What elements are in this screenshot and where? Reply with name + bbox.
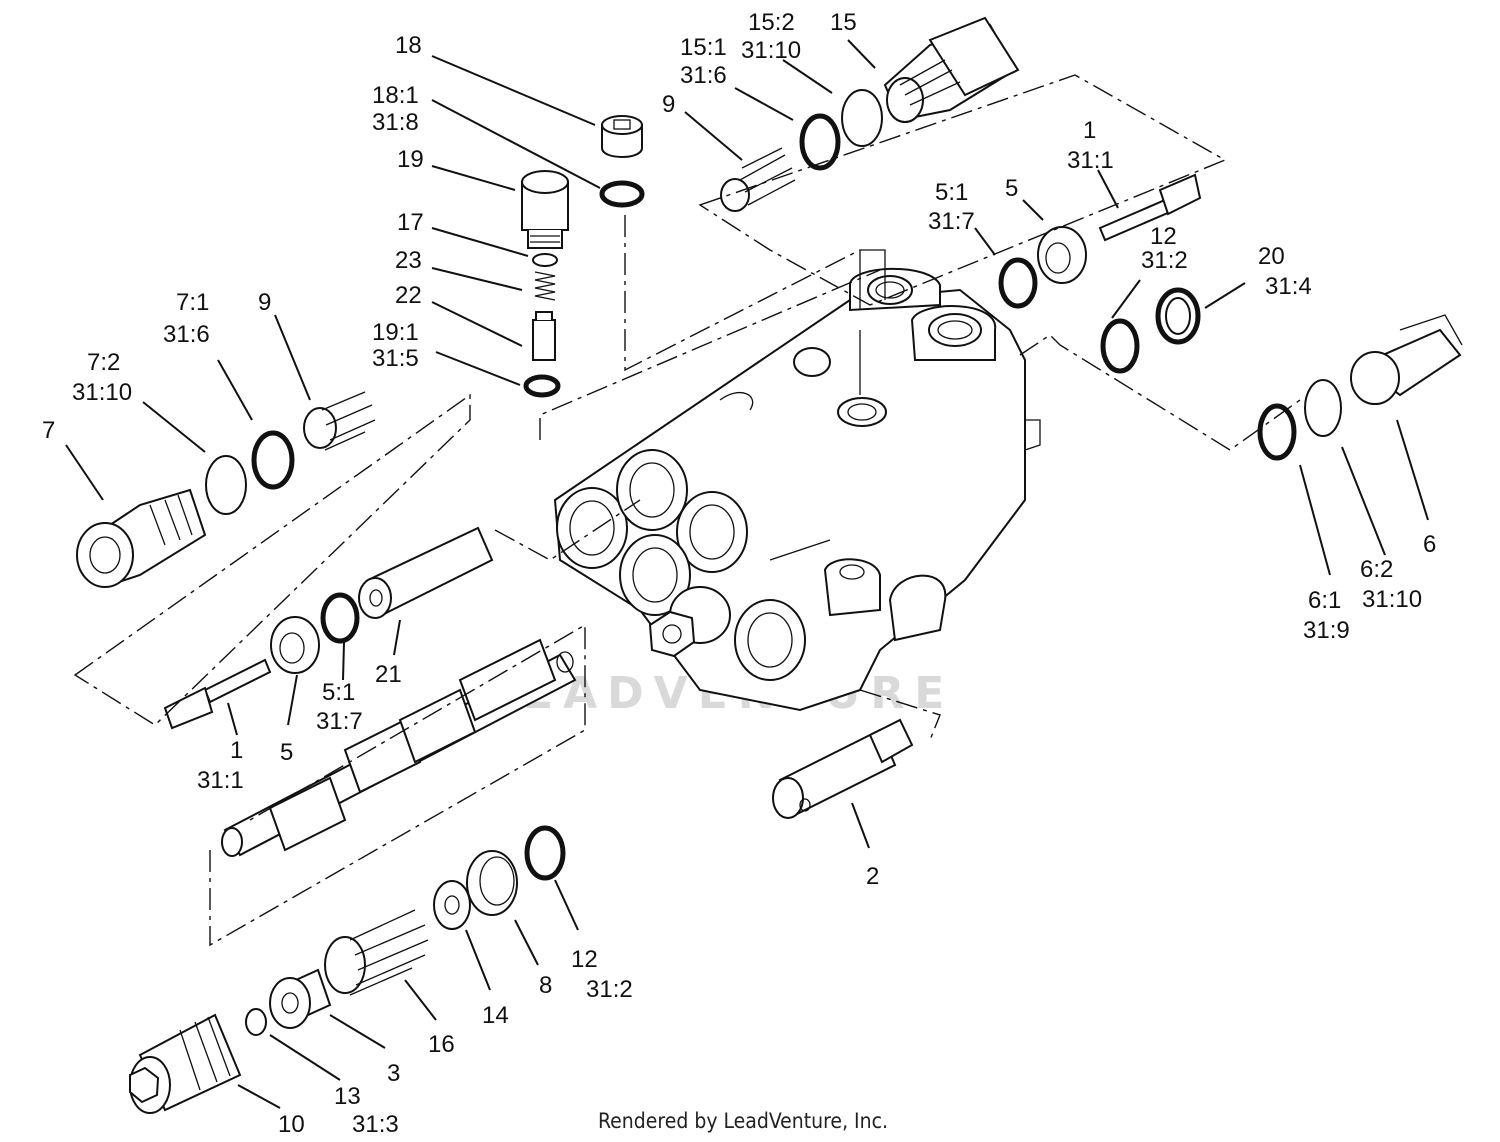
callout-5-1-top: 5:1 [935, 179, 968, 206]
centerlines [73, 74, 1301, 947]
callout-20: 20 [1258, 243, 1285, 270]
part-7-1-o-ring [251, 430, 295, 490]
callout-6: 6 [1423, 531, 1436, 558]
part-14-washer [433, 880, 471, 930]
callout-18-1: 18:1 [372, 82, 419, 109]
callout-7: 7 [42, 417, 55, 444]
callout-18: 18 [395, 32, 422, 59]
callout-8: 8 [539, 972, 552, 999]
part-8-cup [466, 850, 518, 916]
callout-20-ref: 31:4 [1265, 273, 1312, 300]
callout-13-ref: 31:3 [352, 1111, 399, 1138]
callout-7-2-ref: 31:10 [72, 379, 132, 406]
callout-19-1: 19:1 [372, 319, 419, 346]
callout-19: 19 [397, 146, 424, 173]
callout-23: 23 [395, 247, 422, 274]
part-20-seal [1155, 287, 1201, 345]
callout-14: 14 [482, 1002, 509, 1029]
part-18-1-o-ring [599, 180, 645, 208]
part-21-sleeve [358, 526, 494, 619]
part-5-seat-left [270, 616, 320, 674]
callout-9-left: 9 [258, 289, 271, 316]
part-5-1-o-ring-left [320, 592, 360, 644]
callout-3: 3 [387, 1060, 400, 1087]
callout-12-bottom: 12 [571, 946, 598, 973]
part-15-2-backup-ring [841, 89, 883, 147]
part-3-spacer [269, 968, 332, 1029]
callout-18-1-ref: 31:8 [372, 109, 419, 136]
callout-6-2: 6:2 [1360, 556, 1393, 583]
callout-1-top: 1 [1083, 117, 1096, 144]
part-6-2-backup-ring [1304, 379, 1342, 437]
part-13-o-ring [245, 1008, 267, 1036]
part-9-spring-top [720, 147, 796, 212]
part-15-fitting [883, 16, 1020, 123]
callout-5-top: 5 [1005, 175, 1018, 202]
part-19-relief-cap [521, 170, 569, 249]
leader-lines [65, 39, 1429, 1109]
part-16-spring [324, 909, 429, 996]
part-1-pin-top [1098, 173, 1202, 242]
callout-1-top-ref: 31:1 [1067, 147, 1114, 174]
callout-19-1-ref: 31:5 [372, 345, 419, 372]
callout-5-1-top-ref: 31:7 [928, 208, 975, 235]
part-18-plug [601, 115, 643, 158]
part-17-washer [532, 253, 558, 267]
callout-15-1: 15:1 [680, 34, 727, 61]
callout-12-bottom-ref: 31:2 [586, 976, 633, 1003]
callout-7-2: 7:2 [87, 349, 120, 376]
part-1-pin-left [163, 658, 272, 730]
callout-10: 10 [278, 1111, 305, 1138]
part-6-1-o-ring [1257, 403, 1297, 461]
callout-15-2: 15:2 [748, 9, 795, 36]
part-19-1-o-ring [523, 374, 561, 398]
part-10-cap [129, 1013, 242, 1114]
part-5-1-o-ring-top [998, 257, 1038, 309]
callout-15-1-ref: 31:6 [680, 62, 727, 89]
callout-9-top: 9 [662, 91, 675, 118]
callout-12-top: 12 [1150, 223, 1177, 250]
callout-5-left: 5 [280, 739, 293, 766]
callout-6-1-ref: 31:9 [1303, 617, 1350, 644]
part-7-2-backup-ring [205, 455, 247, 515]
callout-13: 13 [334, 1083, 361, 1110]
part-9-spring-left [303, 391, 376, 451]
callout-6-1: 6:1 [1308, 587, 1341, 614]
rendered-by-credit: Rendered by LeadVenture, Inc. [598, 1109, 888, 1133]
callout-15: 15 [830, 9, 857, 36]
callout-15-2-ref: 31:10 [741, 37, 801, 64]
part-23-spring [534, 271, 556, 301]
callout-22: 22 [395, 282, 422, 309]
part-5-seat-top [1037, 226, 1087, 284]
callout-6-2-ref: 31:10 [1362, 586, 1422, 613]
part-7-fitting [76, 488, 207, 588]
part-22-poppet [532, 311, 556, 361]
part-12-o-ring-top [1100, 318, 1140, 374]
callout-5-1-left: 5:1 [322, 679, 355, 706]
valve-body [553, 249, 1041, 712]
callout-7-1-ref: 31:6 [163, 321, 210, 348]
callout-1-left-ref: 31:1 [197, 767, 244, 794]
part-12-o-ring-bottom [524, 825, 566, 881]
callout-labels: 18 18:1 31:8 19 17 23 22 19:1 31:5 15:2 … [42, 9, 1436, 1138]
part-2-spool-end [772, 718, 914, 819]
callout-12-top-ref: 31:2 [1141, 247, 1188, 274]
callout-1-left: 1 [230, 737, 243, 764]
callout-16: 16 [428, 1031, 455, 1058]
callout-2: 2 [866, 863, 879, 890]
callout-7-1: 7:1 [176, 289, 209, 316]
part-6-plug [1350, 314, 1463, 405]
callout-21: 21 [375, 661, 402, 688]
part-15-1-o-ring [799, 113, 841, 171]
callout-17: 17 [397, 209, 424, 236]
part-spool [221, 638, 577, 857]
callout-5-1-left-ref: 31:7 [316, 708, 363, 735]
